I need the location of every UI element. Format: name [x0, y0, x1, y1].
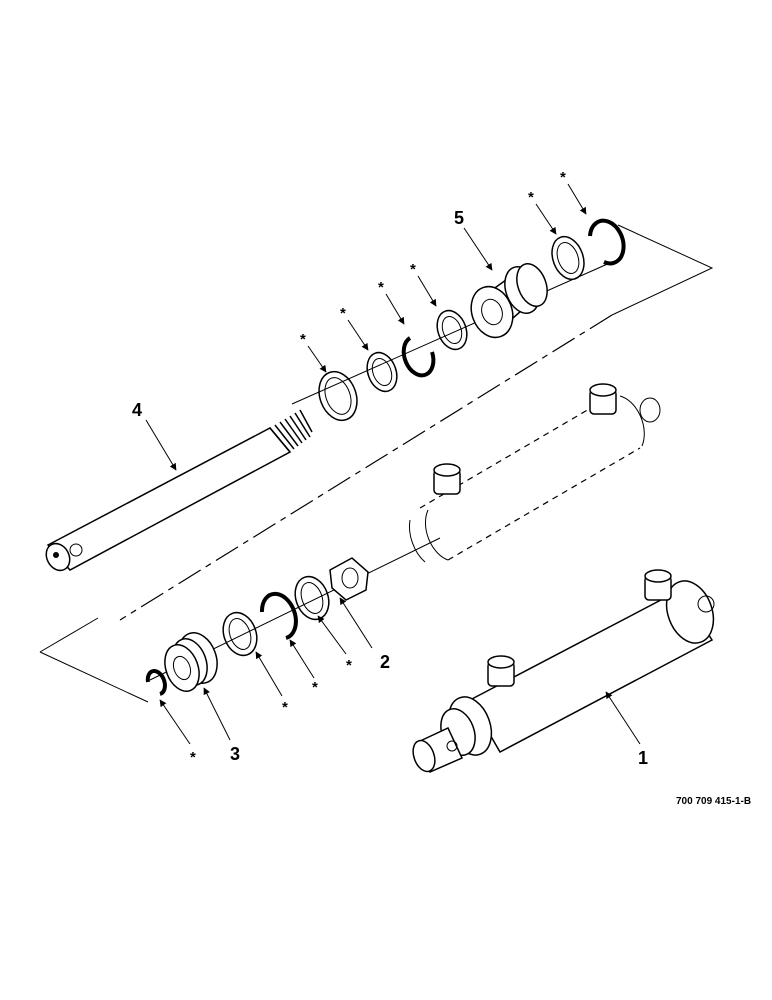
- piston-rod: [45, 409, 313, 572]
- star-marker: *: [410, 261, 416, 278]
- callout-item-1: 1: [638, 748, 648, 768]
- upper-seals: [318, 218, 626, 422]
- callout-item-5: 5: [454, 208, 464, 228]
- star-marker: *: [378, 279, 384, 296]
- gland: [164, 632, 218, 692]
- callout-item-3: 3: [230, 744, 240, 764]
- cylinder-assembly: [412, 569, 715, 773]
- phantom-outline: [39, 224, 714, 703]
- star-marker: *: [560, 169, 566, 186]
- star-marker: *: [312, 679, 318, 696]
- rod-thread: [269, 409, 313, 453]
- phantom-cylinder: [408, 383, 661, 563]
- leader-lines: [145, 183, 641, 745]
- star-markers: * * * * * * * * * *: [190, 169, 566, 766]
- star-marker: *: [346, 657, 352, 674]
- star-marker: *: [190, 749, 196, 766]
- star-marker: *: [300, 331, 306, 348]
- callout-item-4: 4: [132, 400, 142, 420]
- lower-seals: [145, 575, 330, 696]
- callout-item-2: 2: [380, 652, 390, 672]
- drawing-number: 700 709 415-1-B: [676, 796, 751, 807]
- piston: [470, 263, 548, 339]
- star-marker: *: [528, 189, 534, 206]
- hex-nut: [329, 557, 369, 601]
- star-marker: *: [282, 699, 288, 716]
- star-marker: *: [340, 305, 346, 322]
